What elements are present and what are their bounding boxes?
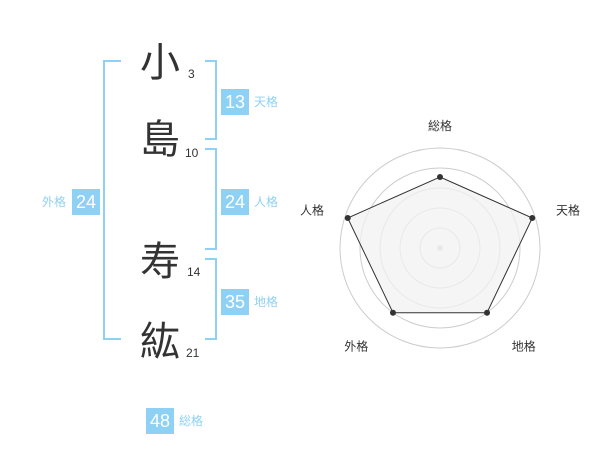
radar-axis-label-5: 人格 — [300, 202, 324, 217]
chikaku-badge: 35 — [221, 289, 249, 315]
radar-axis-label-1: 総格 — [428, 118, 452, 133]
radar-point-2 — [529, 215, 536, 222]
stroke-count-2: 10 — [185, 146, 199, 160]
stroke-count-3: 14 — [187, 265, 201, 279]
stroke-count-1: 3 — [188, 67, 195, 81]
chikaku-label: 地格 — [254, 295, 279, 309]
chikaku-bracket — [205, 258, 217, 340]
gaikaku-bracket — [103, 60, 121, 340]
radar-point-5 — [344, 215, 351, 222]
radar-point-1 — [437, 174, 443, 180]
radar-axis-label-4: 外格 — [344, 339, 368, 354]
radar-ring-5 — [339, 147, 541, 349]
soukaku-label: 総格 — [179, 414, 204, 428]
gaikaku-label: 外格 — [42, 195, 67, 209]
stroke-count-4: 21 — [186, 346, 200, 360]
jinkaku-bracket — [205, 148, 217, 250]
radar-data-polygon — [347, 176, 533, 314]
tenkaku-bracket — [205, 60, 217, 140]
radar-axis-label-2: 天格 — [556, 202, 580, 217]
name-char-2: 島 — [140, 117, 180, 163]
jinkaku-label: 人格 — [254, 195, 279, 209]
radar-ring-4 — [359, 167, 521, 329]
radar-point-3 — [484, 309, 491, 316]
gaikaku-badge: 24 — [72, 189, 100, 215]
name-char-1: 小 — [140, 40, 180, 86]
name-char-3: 寿 — [140, 239, 180, 285]
soukaku-badge: 48 — [146, 408, 174, 434]
radar-axis-label-3: 地格 — [512, 339, 536, 354]
jinkaku-badge: 24 — [221, 189, 249, 215]
tenkaku-label: 天格 — [254, 95, 279, 109]
radar-points — [344, 174, 536, 316]
radar-point-4 — [389, 309, 396, 316]
name-char-4: 紘 — [140, 319, 180, 365]
tenkaku-badge: 13 — [221, 89, 249, 115]
